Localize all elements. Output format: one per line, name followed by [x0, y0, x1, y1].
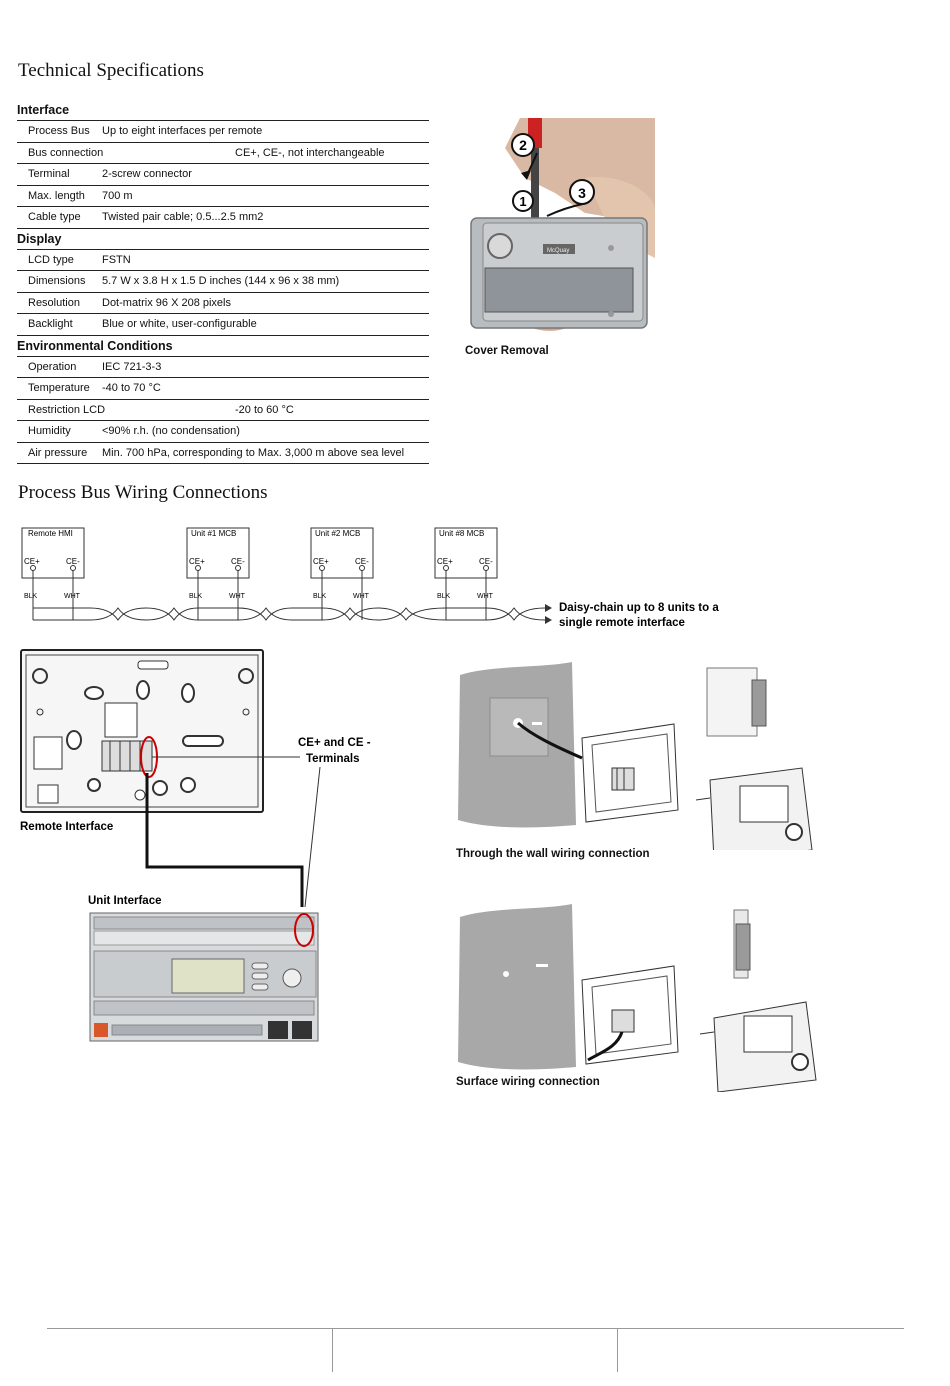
svg-text:CE-: CE- [231, 557, 245, 566]
spec-value: Twisted pair cable; 0.5...2.5 mm2 [102, 211, 264, 223]
spec-row: Max. length 700 m [17, 186, 429, 207]
bus-box-label: Unit #8 MCB [439, 529, 484, 538]
svg-text:CE-: CE- [479, 557, 493, 566]
daisy-chain-diagram: Remote HMI CE+ CE- BLK WHT Unit #1 MCB C… [21, 527, 719, 629]
spec-value: Up to eight interfaces per remote [102, 125, 263, 137]
spec-key: Operation [28, 360, 77, 373]
spec-key: LCD type [28, 253, 74, 266]
spec-row: Dimensions 5.7 W x 3.8 H x 1.5 D inches (… [17, 271, 429, 293]
spec-key: Bus connection [28, 146, 104, 159]
spec-value: CE+, CE-, not interchangeable [235, 146, 385, 159]
spec-row: Backlight Blue or white, user-configurabl… [17, 314, 429, 336]
spec-value: Blue or white, user-configurable [102, 318, 257, 330]
surface-wiring-caption: Surface wiring connection [456, 1076, 600, 1088]
spec-value: Min. 700 hPa, corresponding to Max. 3,00… [102, 446, 405, 459]
bus-box-unit-1: Unit #1 MCB CE+ CE- BLK WHT [186, 527, 250, 620]
bus-box-remote-hmi: Remote HMI CE+ CE- BLK WHT [21, 527, 85, 620]
spec-key: Restriction LCD [28, 403, 106, 416]
cover-removal-caption: Cover Removal [465, 345, 549, 357]
spec-row: Resolution Dot-matrix 96 X 208 pixels [17, 293, 429, 314]
terminals-label-line2: Terminals [306, 753, 359, 765]
svg-text:CE+: CE+ [437, 557, 453, 566]
spec-key: Process Bus [28, 125, 90, 137]
spec-key: Humidity [28, 425, 71, 437]
bus-box-label: Remote HMI [28, 529, 73, 538]
brand-label: McQuay [547, 248, 569, 254]
spec-section-title: Environmental Conditions [17, 338, 173, 353]
spec-row: Process Bus Up to eight interfaces per re… [17, 120, 429, 143]
remote-interface-caption: Remote Interface [20, 821, 113, 833]
spec-value: 2-screw connector [102, 168, 192, 180]
spec-key: Backlight [28, 318, 73, 330]
svg-text:CE+: CE+ [189, 557, 205, 566]
step-3-label: 3 [578, 185, 586, 201]
spec-key: Dimensions [28, 275, 86, 287]
spec-row: Restriction LCD -20 to 60 °C [17, 400, 429, 421]
unit-interface-caption: Unit Interface [88, 895, 162, 907]
bus-box-label: Unit #1 MCB [191, 529, 236, 538]
step-2-label: 2 [519, 137, 527, 153]
spec-row: Operation IEC 721-3-3 [17, 355, 429, 378]
footer-divider [332, 1328, 333, 1372]
svg-text:CE+: CE+ [313, 557, 329, 566]
surface-wiring-image [458, 904, 817, 1092]
spec-key: Temperature [28, 382, 90, 394]
spec-row: Temperature -40 to 70 °C [17, 378, 429, 400]
spec-key: Cable type [28, 211, 81, 223]
svg-text:WHT: WHT [229, 593, 246, 600]
svg-text:BLK: BLK [437, 593, 451, 600]
spec-row: Bus connection CE+, CE-, not interchangea… [17, 143, 429, 164]
spec-row: Air pressure Min. 700 hPa, corresponding … [17, 443, 429, 464]
spec-value: -20 to 60 °C [235, 403, 294, 416]
spec-value: <90% r.h. (no condensation) [102, 425, 240, 437]
svg-text:WHT: WHT [477, 593, 494, 600]
bus-box-label: Unit #2 MCB [315, 529, 360, 538]
svg-text:BLK: BLK [24, 593, 38, 600]
svg-text:BLK: BLK [313, 593, 327, 600]
step-1-label: 1 [519, 194, 526, 209]
remote-interface-diagram: CE+ and CE - Terminals Remote Interface … [20, 649, 371, 1042]
svg-text:CE-: CE- [355, 557, 369, 566]
tech-specs-title: Technical Specifications [18, 60, 204, 81]
spec-key: Max. length [28, 189, 85, 202]
spec-value: IEC 721-3-3 [102, 360, 162, 373]
spec-value: Dot-matrix 96 X 208 pixels [102, 296, 231, 309]
bus-box-unit-2: Unit #2 MCB CE+ CE- BLK WHT [310, 527, 374, 620]
svg-text:CE+: CE+ [24, 557, 40, 566]
spec-value: -40 to 70 °C [102, 382, 161, 394]
footer-rule [47, 1328, 904, 1329]
footer-divider [617, 1328, 618, 1372]
spec-value: 5.7 W x 3.8 H x 1.5 D inches (144 x 96 x… [102, 275, 340, 287]
spec-key: Air pressure [28, 446, 88, 459]
svg-text:WHT: WHT [64, 593, 81, 600]
spec-key: Terminal [28, 168, 70, 180]
spec-row: Cable type Twisted pair cable; 0.5...2.5 … [17, 207, 429, 229]
spec-row: Humidity <90% r.h. (no condensation) [17, 421, 429, 443]
spec-section-title: Display [17, 231, 62, 246]
wiring-title: Process Bus Wiring Connections [18, 482, 268, 503]
spec-value: 700 m [102, 189, 133, 202]
through-wall-caption: Through the wall wiring connection [456, 848, 650, 860]
daisy-chain-note-line1: Daisy-chain up to 8 units to a [559, 602, 719, 614]
svg-text:WHT: WHT [353, 593, 370, 600]
terminals-label-line1: CE+ and CE - [298, 737, 371, 749]
daisy-chain-note-line2: single remote interface [559, 617, 685, 629]
cover-removal-image: McQuay 2 1 3 [465, 118, 655, 336]
spec-row: LCD type FSTN [17, 248, 429, 271]
bus-box-unit-8: Unit #8 MCB CE+ CE- BLK WHT [434, 527, 498, 620]
spec-key: Resolution [28, 296, 80, 309]
spec-row: Terminal 2-screw connector [17, 164, 429, 186]
spec-value: FSTN [102, 253, 131, 266]
through-wall-wiring-image [458, 662, 813, 850]
spec-section-title: Interface [17, 103, 70, 117]
svg-text:BLK: BLK [189, 593, 203, 600]
svg-text:CE-: CE- [66, 557, 80, 566]
